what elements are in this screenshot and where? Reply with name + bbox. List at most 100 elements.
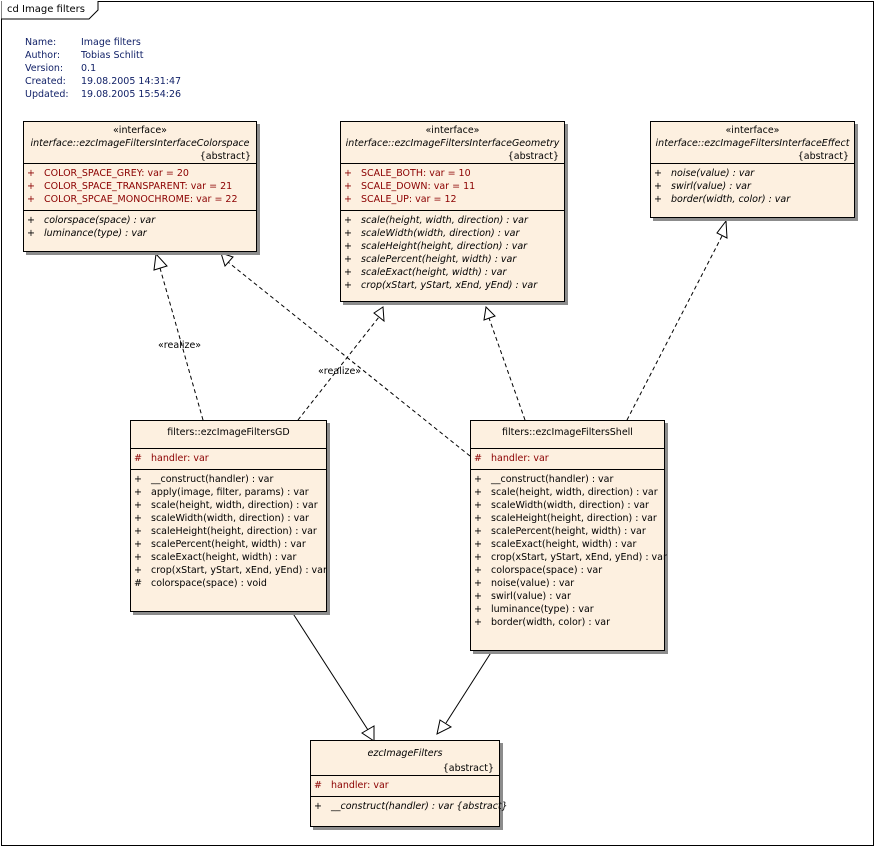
attribute-row: +SCALE_UP: var = 12 <box>344 194 457 205</box>
class-geometry-interface[interactable]: «interface» interface::ezcImageFiltersIn… <box>340 121 565 302</box>
abstract-label: {abstract} <box>199 151 251 162</box>
operation-row: +__construct(handler) : var {abstract} <box>314 801 508 812</box>
realize-edge-shell-geometry[interactable] <box>488 317 526 421</box>
class-name: interface::ezcImageFiltersInterfaceGeome… <box>345 138 560 149</box>
diagram-title: cd Image filters <box>7 4 85 15</box>
attribute-row: +COLOR_SPCAE_MONOCHROME: var = 22 <box>27 194 238 205</box>
operation-row: +scaleExact(height, width) : var <box>344 267 507 278</box>
realize-edge-shell-colorspace[interactable] <box>227 261 471 457</box>
class-header: filters::ezcImageFiltersGD <box>131 421 326 449</box>
info-key: Created: <box>25 76 66 87</box>
operation-row: +swirl(value) : var <box>474 591 571 602</box>
operation-row: +luminance(type) : var <box>474 604 594 615</box>
operation-row: +crop(xStart, yStart, xEnd, yEnd) : var <box>474 552 667 563</box>
class-header: «interface» interface::ezcImageFiltersIn… <box>24 122 256 164</box>
operation-section: +__construct(handler) : var {abstract} <box>311 797 508 817</box>
realize-edge-gd-colorspace[interactable] <box>159 267 204 421</box>
operation-row: +scaleHeight(height, direction) : var <box>344 241 528 252</box>
operation-row: +scaleHeight(height, direction) : var <box>134 526 317 537</box>
realize-arrowhead-gd-colorspace <box>153 252 168 271</box>
operation-row: +crop(xStart, yStart, xEnd, yEnd) : var <box>134 565 327 576</box>
info-value: 19.08.2005 15:54:26 <box>81 89 182 100</box>
operation-section: +scale(height, width, direction) : var +… <box>341 211 564 296</box>
abstract-label: {abstract} <box>797 151 849 162</box>
operation-row: +scaleExact(height, width) : var <box>474 539 637 550</box>
info-row-author: Author:Tobias Schlitt <box>25 49 181 62</box>
class-name: interface::ezcImageFiltersInterfaceColor… <box>30 138 250 149</box>
class-effect-interface[interactable]: «interface» interface::ezcImageFiltersIn… <box>650 121 855 218</box>
realize-edge-shell-effect[interactable] <box>626 235 723 421</box>
operation-row: +swirl(value) : var <box>654 181 751 192</box>
realize-label-gd-colorspace: «realize» <box>158 340 202 351</box>
attribute-row: +COLOR_SPACE_TRANSPARENT: var = 21 <box>27 181 233 192</box>
stereotype-label: «interface» <box>425 125 480 136</box>
operation-row: +scalePercent(height, width) : var <box>474 526 646 537</box>
operation-row: +border(width, color) : var <box>474 617 610 628</box>
operation-row: +scaleHeight(height, direction) : var <box>474 513 657 524</box>
operation-section: +noise(value) : var +swirl(value) : var … <box>651 164 854 210</box>
diagram-title-tab <box>1 1 99 20</box>
operation-row: +scaleWidth(width, direction) : var <box>344 228 520 239</box>
operation-row: +scaleWidth(width, direction) : var <box>474 500 649 511</box>
class-filters-shell[interactable]: filters::ezcImageFiltersShell #handler: … <box>470 420 667 651</box>
class-name: filters::ezcImageFiltersGD <box>167 427 290 438</box>
class-header: filters::ezcImageFiltersShell <box>471 421 664 449</box>
operation-row: +scaleExact(height, width) : var <box>134 552 297 563</box>
operation-row: +scale(height, width, direction) : var <box>134 500 318 511</box>
info-key: Author: <box>25 50 61 61</box>
realize-edge-gd-geometry[interactable] <box>297 316 380 421</box>
attribute-row: +COLOR_SPACE_GREY: var = 20 <box>27 168 189 179</box>
info-value: 0.1 <box>81 63 97 74</box>
abstract-label: {abstract} <box>507 151 559 162</box>
operation-row: +apply(image, filter, params) : var <box>134 487 309 498</box>
realize-arrowhead-shell-geometry <box>483 305 496 321</box>
class-name: ezcImageFilters <box>367 748 443 759</box>
operation-row: +scalePercent(height, width) : var <box>344 254 517 265</box>
class-ezc-image-filters[interactable]: ezcImageFilters {abstract} #handler: var… <box>310 740 508 827</box>
operation-row: +border(width, color) : var <box>654 194 791 205</box>
attribute-section: +COLOR_SPACE_GREY: var = 20 +COLOR_SPACE… <box>24 164 256 211</box>
stereotype-label: «interface» <box>725 125 780 136</box>
operation-row: +__construct(handler) : var <box>134 474 274 485</box>
attribute-section: #handler: var <box>311 776 499 797</box>
operation-row: +__construct(handler) : var <box>474 474 614 485</box>
class-header: «interface» interface::ezcImageFiltersIn… <box>651 122 854 164</box>
info-row-created: Created: 19.08.2005 14:31:47 <box>25 75 181 88</box>
attribute-row: +SCALE_BOTH: var = 10 <box>344 168 471 179</box>
realize-arrowhead-shell-colorspace <box>220 252 234 267</box>
operation-section: +colorspace(space) : var +luminance(type… <box>24 211 256 244</box>
abstract-label: {abstract} <box>442 763 494 774</box>
generalization-edge-gd-base[interactable] <box>291 611 369 731</box>
operation-section: +__construct(handler) : var +scale(heigh… <box>471 470 667 633</box>
operation-row: +noise(value) : var <box>654 168 755 179</box>
operation-row: +crop(xStart, yStart, xEnd, yEnd) : var <box>344 280 538 291</box>
generalization-arrowhead-gd-base <box>361 725 375 742</box>
class-colorspace-interface[interactable]: «interface» interface::ezcImageFiltersIn… <box>23 121 257 252</box>
operation-row: +scale(height, width, direction) : var <box>344 215 528 226</box>
realize-arrowhead-gd-geometry <box>373 306 385 323</box>
class-filters-gd[interactable]: filters::ezcImageFiltersGD #handler: var… <box>130 420 327 612</box>
attribute-row: #handler: var <box>474 453 549 464</box>
operation-row: +colorspace(space) : var <box>474 565 603 576</box>
info-row-updated: Updated:19.08.2005 15:54:26 <box>25 88 181 101</box>
attribute-row: #handler: var <box>134 453 209 464</box>
info-row-version: Version:0.1 <box>25 62 181 75</box>
attribute-section: +SCALE_BOTH: var = 10 +SCALE_DOWN: var =… <box>341 164 564 211</box>
attribute-section: #handler: var <box>471 449 664 470</box>
generalization-edge-shell-base[interactable] <box>445 650 493 724</box>
class-name: filters::ezcImageFiltersShell <box>502 427 633 438</box>
operation-row: +scale(height, width, direction) : var <box>474 487 658 498</box>
info-value: 19.08.2005 14:31:47 <box>81 76 182 87</box>
class-header: «interface» interface::ezcImageFiltersIn… <box>341 122 564 164</box>
operation-row: #colorspace(space) : void <box>134 578 267 589</box>
info-key: Name: <box>25 37 57 48</box>
generalization-arrowhead-shell-base <box>436 719 453 735</box>
realize-arrowhead-shell-effect <box>716 219 728 239</box>
class-name: interface::ezcImageFiltersInterfaceEffec… <box>655 138 850 149</box>
operation-row: +scaleWidth(width, direction) : var <box>134 513 309 524</box>
class-header: ezcImageFilters {abstract} <box>311 741 499 776</box>
operation-row: +scalePercent(height, width) : var <box>134 539 306 550</box>
operation-row: +noise(value) : var <box>474 578 575 589</box>
